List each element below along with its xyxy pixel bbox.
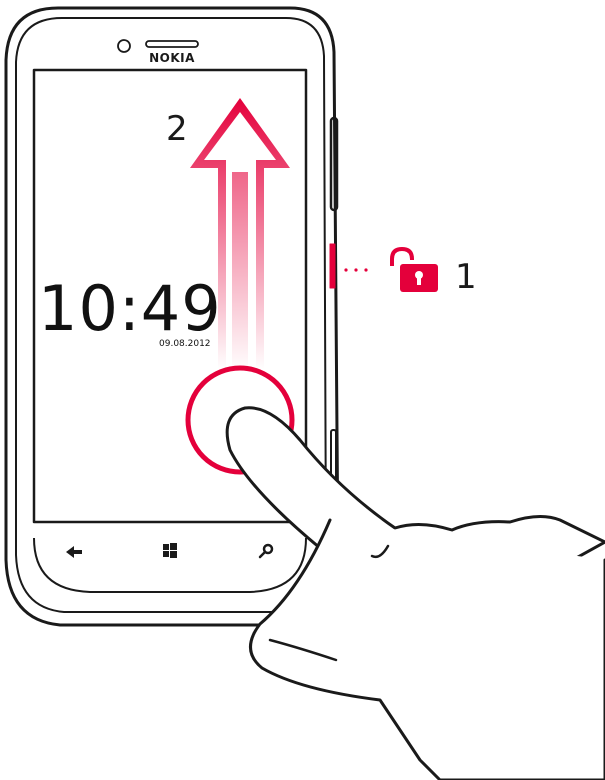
step-2-label: 2 (166, 109, 188, 149)
nav-bar (66, 543, 272, 558)
windows-icon[interactable] (163, 543, 177, 558)
step-1-callout: 1 (344, 249, 476, 297)
back-icon[interactable] (66, 546, 82, 558)
lock-screen-date: 09.08.2012 (159, 339, 211, 349)
unlock-icon (392, 249, 438, 292)
earpiece (146, 41, 198, 47)
hand (227, 408, 605, 780)
lock-screen-time: 10:49 (38, 272, 222, 345)
power-button[interactable] (330, 244, 335, 288)
search-icon[interactable] (260, 545, 272, 557)
leader-dots (344, 268, 367, 271)
step-1-label: 1 (455, 257, 477, 297)
front-camera (118, 40, 130, 52)
brand-logo: NOKIA (149, 51, 195, 65)
arrow-inner-stripe (232, 172, 248, 372)
